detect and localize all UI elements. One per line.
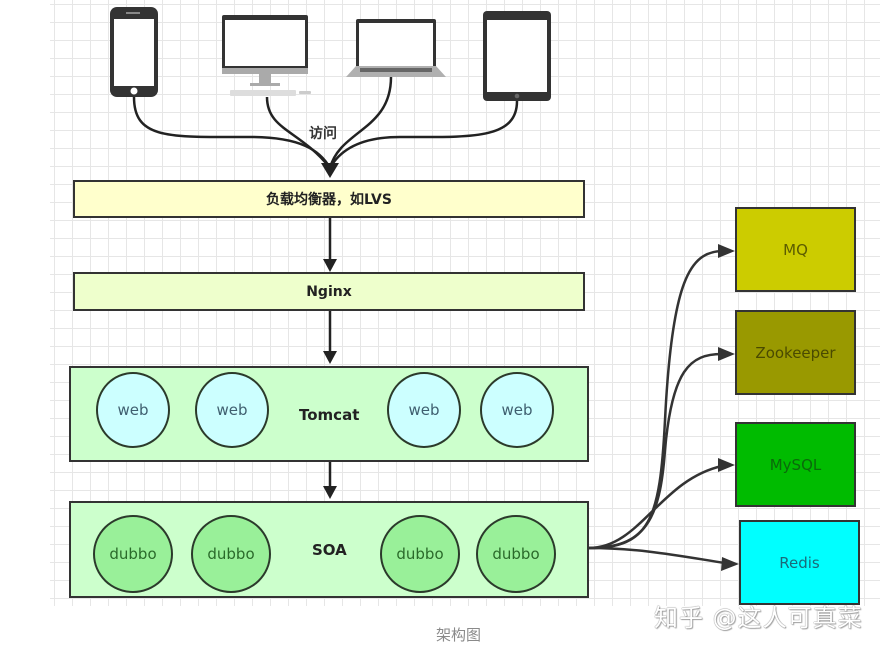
service-zookeeper[interactable]: Zookeeper [735, 310, 856, 395]
edge-soa-redis [588, 546, 726, 565]
dubbo-node-label: dubbo [396, 545, 444, 563]
service-mq[interactable]: MQ [735, 207, 856, 292]
arrowhead-mysql [718, 458, 735, 472]
arrowhead-nginx [323, 259, 337, 272]
service-mq-label: MQ [783, 240, 808, 259]
service-edges [588, 249, 726, 565]
arrowhead-soa [323, 486, 337, 499]
laptop-icon [346, 19, 446, 77]
client-edges [132, 76, 519, 169]
dubbo-node-label: dubbo [109, 545, 157, 563]
arrowhead-lb [321, 163, 339, 178]
web-node[interactable]: web [387, 372, 461, 448]
soa-label: SOA [312, 541, 347, 559]
web-node[interactable]: web [195, 372, 269, 448]
dubbo-node[interactable]: dubbo [191, 515, 271, 593]
service-mysql-label: MySQL [769, 455, 822, 474]
edge-label-visit: 访问 [309, 126, 337, 142]
web-node[interactable]: web [480, 372, 554, 448]
dubbo-node[interactable]: dubbo [476, 515, 556, 593]
edge-desktop-lb [265, 96, 331, 169]
dubbo-node[interactable]: dubbo [380, 515, 460, 593]
load-balancer-box[interactable]: 负载均衡器，如LVS [73, 180, 585, 218]
smartphone-icon [110, 7, 158, 97]
arrowhead-zookeeper [718, 347, 735, 361]
service-redis-label: Redis [779, 553, 820, 572]
watermark: 知乎 @这人可真菜 [654, 604, 863, 632]
arrowhead-redis [721, 557, 739, 571]
nginx-box[interactable]: Nginx [73, 272, 585, 311]
web-node-label: web [408, 401, 440, 419]
web-node-label: web [216, 401, 248, 419]
service-redis[interactable]: Redis [739, 520, 860, 605]
web-node-label: web [501, 401, 533, 419]
nginx-label: Nginx [306, 283, 352, 300]
dubbo-node-label: dubbo [492, 545, 540, 563]
edge-soa-zookeeper [588, 352, 723, 550]
dubbo-node[interactable]: dubbo [93, 515, 173, 593]
edge-tablet-lb [328, 100, 519, 169]
desktop-icon [222, 15, 311, 96]
dubbo-node-label: dubbo [207, 545, 255, 563]
edge-soa-mysql [588, 464, 723, 550]
arrowhead-tomcat [323, 351, 337, 364]
figure-caption: 架构图 [436, 626, 482, 644]
tablet-icon [483, 11, 551, 101]
web-node[interactable]: web [96, 372, 170, 448]
edge-laptop-lb [328, 76, 393, 169]
load-balancer-label: 负载均衡器，如LVS [266, 192, 392, 208]
tomcat-label: Tomcat [299, 406, 360, 424]
service-zookeeper-label: Zookeeper [755, 343, 836, 362]
edge-smartphone-lb [132, 96, 332, 169]
arrowhead-mq [718, 244, 735, 258]
service-mysql[interactable]: MySQL [735, 422, 856, 507]
web-node-label: web [117, 401, 149, 419]
